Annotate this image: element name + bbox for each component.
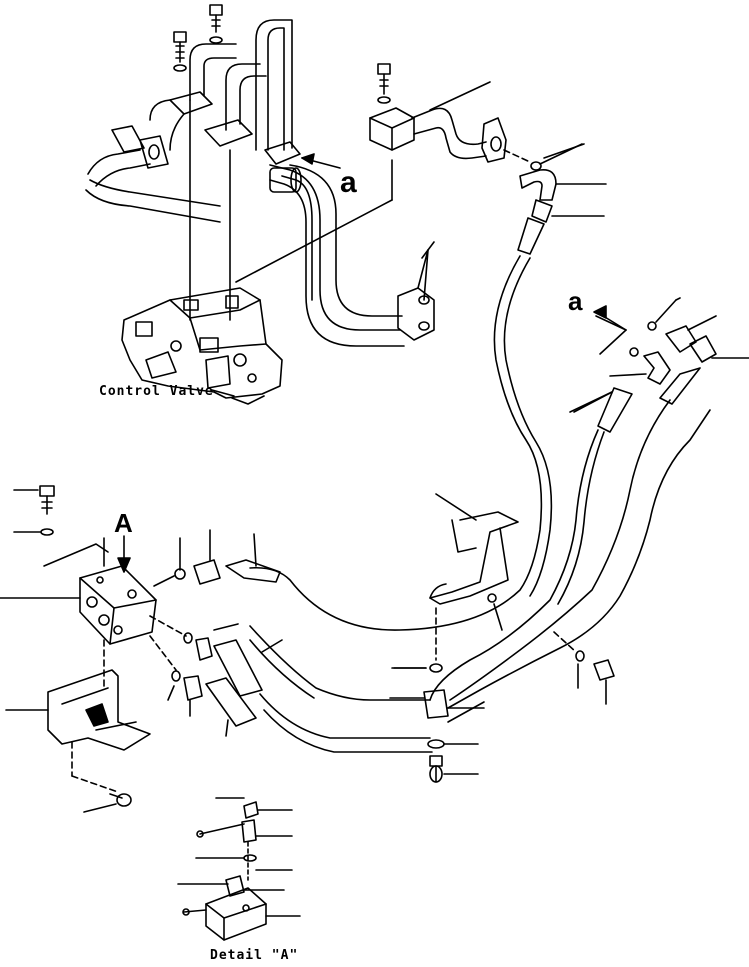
bolt-icon xyxy=(173,31,187,63)
bolt-icon xyxy=(109,793,132,807)
valve-block xyxy=(369,107,415,151)
mounting-bracket xyxy=(389,493,519,783)
lower-left-bracket xyxy=(5,639,151,813)
o-ring-icon xyxy=(647,321,657,331)
upper-right-assembly xyxy=(369,63,607,255)
washer-icon xyxy=(427,739,445,749)
bolt-icon xyxy=(429,755,443,783)
washer-icon xyxy=(429,663,443,673)
elbow-fitting xyxy=(643,351,671,385)
bolt-icon xyxy=(209,4,223,44)
detail-A-label: Detail "A" xyxy=(210,948,298,962)
bolt-icon xyxy=(39,485,55,515)
upper-pipe-assembly xyxy=(85,4,435,347)
hose-lines xyxy=(249,255,711,753)
washer-icon xyxy=(40,528,54,536)
valve-block-A xyxy=(0,485,283,737)
callout-lines xyxy=(391,143,681,669)
bolt-icon xyxy=(553,631,615,705)
reference-label-a-upper: a xyxy=(340,166,357,199)
detail-A xyxy=(177,797,301,941)
view-arrow-label-A: A xyxy=(114,508,133,538)
right-fitting-assembly xyxy=(569,299,749,433)
control-valve-label: Control Valve xyxy=(99,384,214,399)
reference-label-a-right: a xyxy=(568,286,583,316)
o-ring-icon xyxy=(530,161,542,171)
o-ring-icon xyxy=(629,347,639,357)
bolt-icon xyxy=(377,63,391,104)
elbow-fitting xyxy=(519,168,557,201)
control-valve xyxy=(121,287,283,405)
